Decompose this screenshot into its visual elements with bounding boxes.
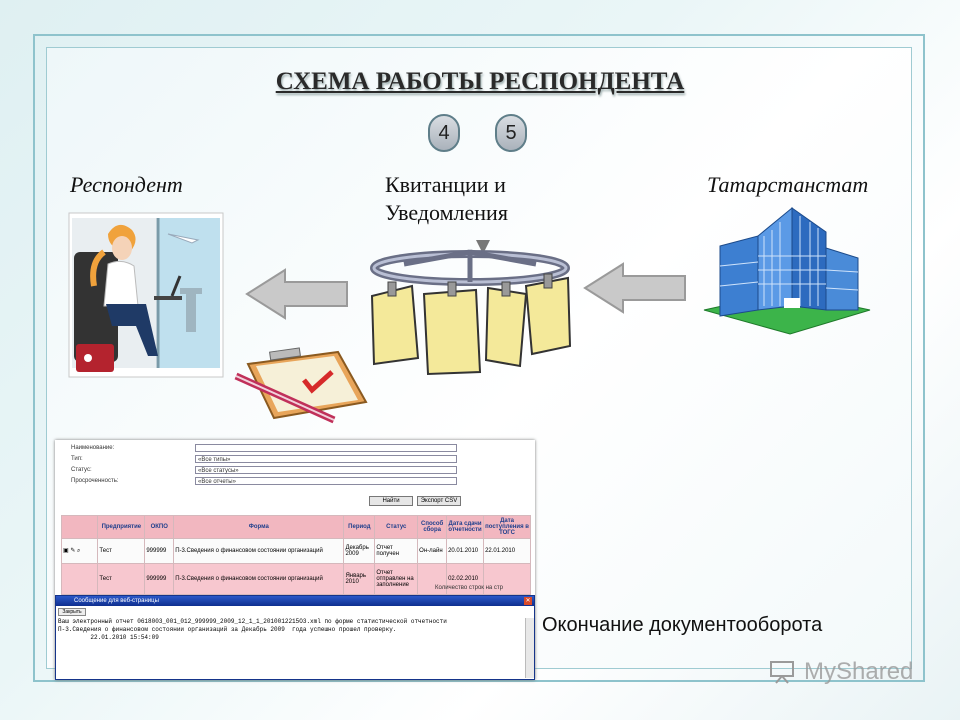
dialog-close-button[interactable]: Закрыть xyxy=(58,608,86,616)
respondent-label: Респондент xyxy=(70,172,183,197)
page-size-label: Количество строк на стр xyxy=(435,585,504,591)
row-action-icons[interactable]: ▣ ✎ ⌕ xyxy=(60,538,99,564)
dialog-message-line: Ваш электронный отчет 0618003_001_012_99… xyxy=(58,618,447,625)
table-row[interactable]: Тест 999999 П-3.Сведения о финансовом со… xyxy=(60,563,531,595)
dialog-scrollbar[interactable] xyxy=(525,618,534,678)
filter-label: Статус: xyxy=(71,467,92,473)
table-cell: Тест xyxy=(97,538,146,564)
receipts-hanger-illustration xyxy=(370,240,572,376)
slide-title: СХЕМА РАБОТЫ РЕСПОНДЕНТА xyxy=(275,68,685,95)
name-filter-input[interactable] xyxy=(195,444,457,452)
table-header-cell[interactable]: Предприятие xyxy=(97,515,146,539)
table-cell xyxy=(483,563,531,595)
table-header-cell[interactable]: Дата сдачи отчетности xyxy=(446,515,485,539)
table-cell: 02.02.2010 xyxy=(446,563,485,595)
export-csv-button[interactable]: Экспорт CSV xyxy=(417,496,461,506)
table-cell: Отчет получен xyxy=(374,538,419,564)
dialog-message-line: 22.01.2010 15:54:09 xyxy=(58,634,159,641)
receipts-label-line2: Уведомления xyxy=(385,200,508,225)
table-cell: Декабрь 2009 xyxy=(343,538,376,564)
filter-label: Наименование: xyxy=(71,445,115,451)
dialog-title: Сообщение для веб-страницы xyxy=(56,596,534,606)
dialog-message: Ваш электронный отчет 0618003_001_012_99… xyxy=(58,618,498,642)
table-cell: 22.01.2010 xyxy=(483,538,531,564)
table-header-cell[interactable]: Период xyxy=(343,515,376,539)
end-of-workflow-label: Окончание документооборота xyxy=(542,614,823,636)
left-arrow-icon xyxy=(583,262,686,314)
building-illustration xyxy=(703,206,871,335)
table-header-cell[interactable]: Форма xyxy=(173,515,345,539)
system-screenshot: Наименование: Тип: «Все типы» Статус: «В… xyxy=(55,440,535,680)
left-arrow-icon xyxy=(245,268,348,320)
table-header-row: Предприятие ОКПО Форма Период Статус Спо… xyxy=(60,515,531,539)
watermark-logo: MyShared xyxy=(804,658,914,685)
close-icon[interactable]: ✕ xyxy=(524,597,532,605)
find-button[interactable]: Найти xyxy=(369,496,413,506)
table-header-cell[interactable]: Статус xyxy=(374,515,419,539)
table-cell: П-3.Сведения о финансовом состоянии орга… xyxy=(173,563,345,595)
table-cell: П-3.Сведения о финансовом состоянии орга… xyxy=(173,538,345,564)
presentation-icon xyxy=(770,661,794,684)
table-cell: Отчет отправлен на заполнение xyxy=(374,563,419,595)
tatarstanstat-label: Татарстанстат xyxy=(707,172,869,197)
table-row[interactable]: ▣ ✎ ⌕ Тест 999999 П-3.Сведения о финансо… xyxy=(60,538,531,564)
dialog-message-line: П-3.Сведения о финансовом состоянии орга… xyxy=(58,626,397,633)
type-filter-select[interactable]: «Все типы» xyxy=(195,455,457,463)
overdue-filter-select[interactable]: «Все отчеты» xyxy=(195,477,457,485)
table-header-cell[interactable]: ОКПО xyxy=(144,515,175,539)
step-badge-5: 5 xyxy=(495,114,527,152)
table-header-cell[interactable]: Дата поступления в ТОГС xyxy=(483,515,531,539)
row-action-icons[interactable] xyxy=(60,563,99,595)
outer-frame xyxy=(33,34,925,682)
table-cell: 20.01.2010 xyxy=(446,538,485,564)
table-cell xyxy=(417,563,448,595)
respondent-illustration xyxy=(68,212,224,378)
filter-label: Просроченность: xyxy=(71,478,119,484)
table-header-cell xyxy=(60,515,99,539)
table-cell: 999999 xyxy=(144,563,175,595)
table-cell: Январь 2010 xyxy=(343,563,376,595)
message-dialog: Сообщение для веб-страницы ✕ Закрыть Ваш… xyxy=(55,595,535,680)
filter-label: Тип: xyxy=(71,456,83,462)
reports-table: Предприятие ОКПО Форма Период Статус Спо… xyxy=(60,515,531,595)
table-cell: Тест xyxy=(97,563,146,595)
table-cell: Он-лайн xyxy=(417,538,448,564)
clipboard-illustration xyxy=(234,347,368,424)
status-filter-select[interactable]: «Все статусы» xyxy=(195,466,457,474)
receipts-label-line1: Квитанции и xyxy=(385,172,506,197)
table-cell: 999999 xyxy=(144,538,175,564)
step-badge-4: 4 xyxy=(428,114,460,152)
table-header-cell[interactable]: Способ сбора xyxy=(417,515,448,539)
